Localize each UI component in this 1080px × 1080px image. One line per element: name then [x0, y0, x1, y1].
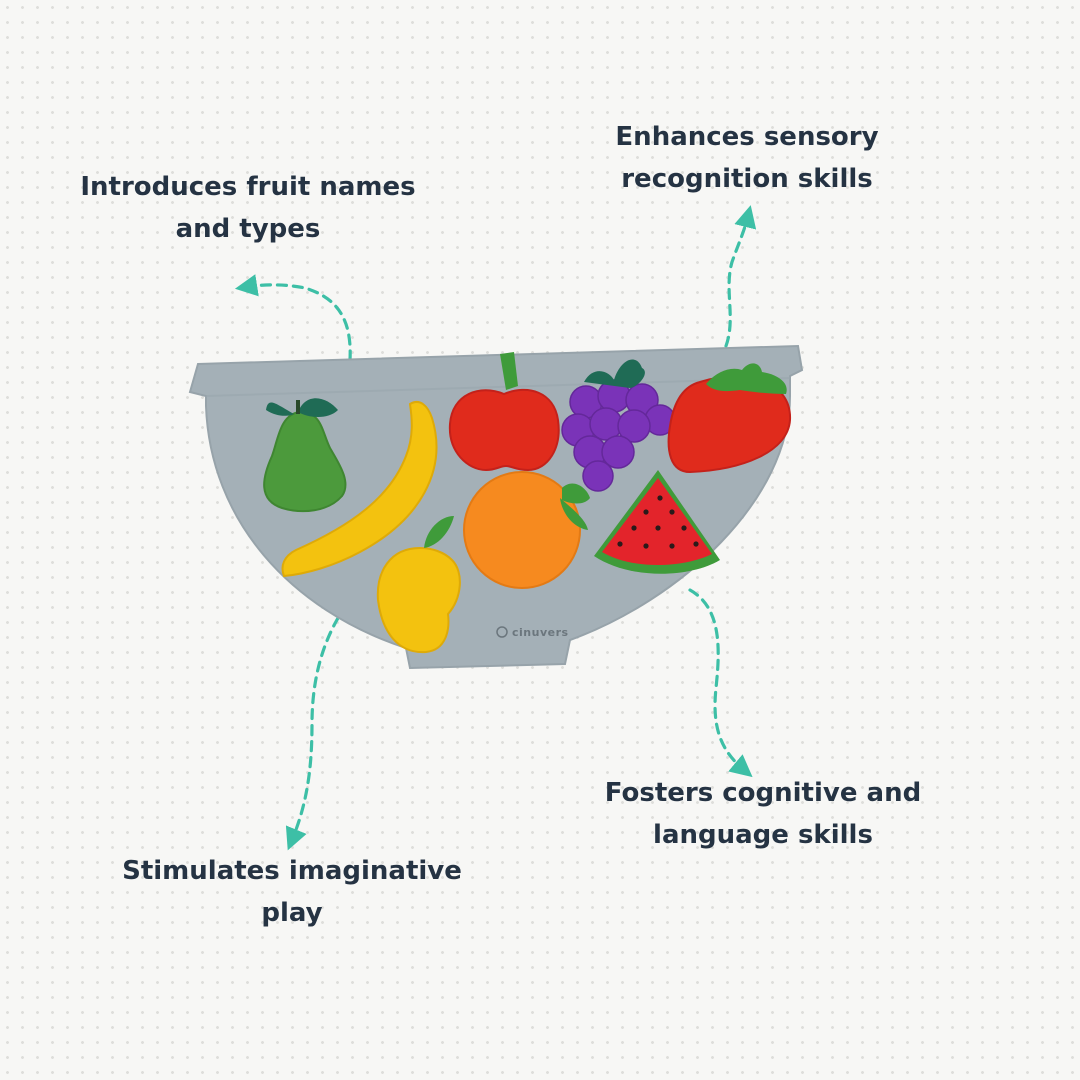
- mango-icon: [376, 516, 461, 654]
- callout-fruit-names-line1: Introduces fruit names: [80, 172, 416, 202]
- arrow-sensory: [724, 205, 757, 348]
- callout-imaginative: Stimulates imaginative play: [92, 850, 492, 934]
- banana-icon: [281, 400, 438, 578]
- callout-cognitive: Fosters cognitive and language skills: [563, 772, 963, 856]
- callout-imaginative-line2: play: [261, 898, 323, 928]
- strawberry-icon: [667, 363, 792, 474]
- apple-icon: [448, 352, 560, 472]
- callout-cognitive-line2: language skills: [653, 820, 873, 850]
- callout-fruit-names-line2: and types: [175, 214, 321, 244]
- pear-icon: [263, 398, 347, 513]
- arrow-cognitive: [688, 588, 753, 778]
- watermelon-icon: [594, 470, 720, 574]
- orange-icon: [463, 471, 590, 589]
- arrow-imaginative: [285, 616, 340, 851]
- callout-fruit-names: Introduces fruit names and types: [48, 166, 448, 250]
- callout-cognitive-line1: Fosters cognitive and: [604, 778, 922, 808]
- callout-sensory: Enhances sensory recognition skills: [547, 116, 947, 200]
- arrow-fruit-names: [234, 274, 352, 362]
- callout-sensory-line1: Enhances sensory: [615, 122, 879, 152]
- callout-imaginative-line1: Stimulates imaginative: [122, 856, 462, 886]
- callout-sensory-line2: recognition skills: [621, 164, 873, 194]
- brand-logo: cinuvers: [496, 626, 569, 639]
- grapes-icon: [561, 359, 676, 492]
- svg-text:cinuvers: cinuvers: [512, 626, 569, 639]
